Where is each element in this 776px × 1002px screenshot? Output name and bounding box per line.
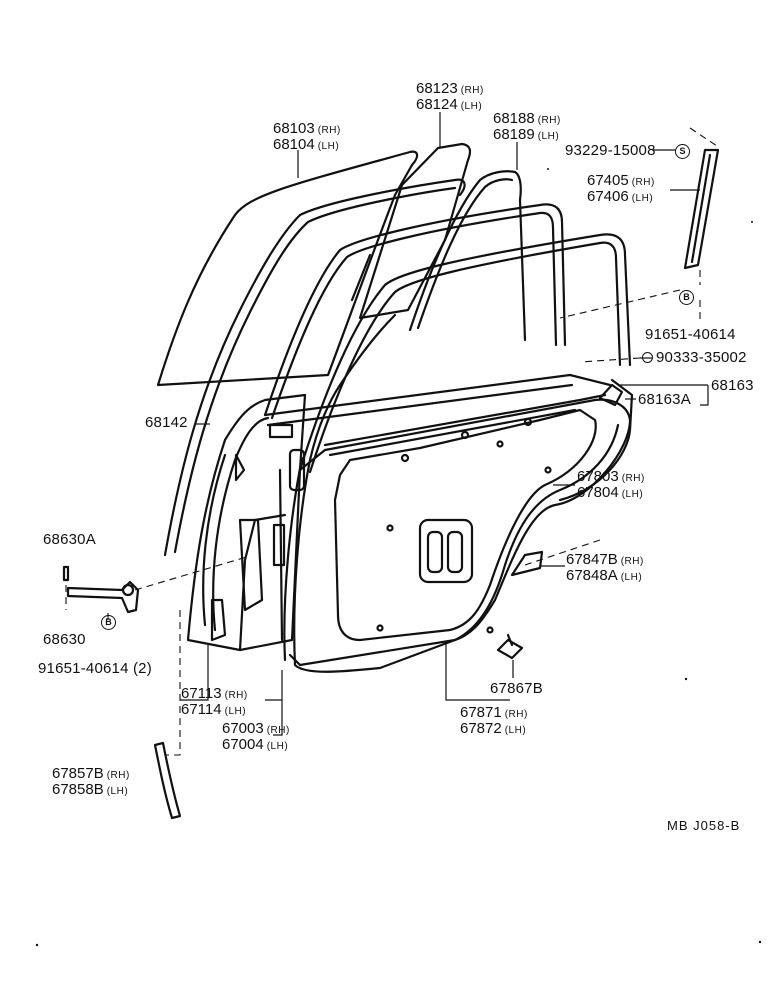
door-panel-outline — [186, 393, 307, 652]
side-lh: (LH) — [504, 725, 527, 736]
label-67857B-67858B: 67857B(RH) 67858B(LH) — [52, 765, 130, 799]
label-68188-68189: 68188(RH) 68189(LH) — [493, 110, 561, 144]
side-rh: (RH) — [504, 709, 528, 720]
clip-symbol-icon: B — [101, 615, 116, 630]
side-rh: (RH) — [631, 177, 655, 188]
part-number: 67804 — [577, 484, 619, 501]
label-67003-67004: 67003(RH) 67004(LH) — [222, 720, 290, 754]
label-67867B: 67867B — [490, 680, 543, 697]
label-67405-67406: 67405(RH) 67406(LH) — [587, 172, 655, 206]
label-67803-67804: 67803(RH) 67804(LH) — [577, 468, 645, 502]
part-number: 67857B — [52, 765, 104, 782]
division-bar — [408, 170, 527, 342]
part-number: 68189 — [493, 126, 535, 143]
screw-symbol-icon: S — [675, 144, 690, 159]
side-rh: (RH) — [621, 473, 645, 484]
label-68142: 68142 — [145, 414, 188, 431]
label-68630: 68630 — [43, 631, 86, 648]
label-68630A: 68630A — [43, 531, 96, 548]
side-rh: (RH) — [460, 85, 484, 96]
bushing-symbol-icon — [642, 352, 653, 363]
label-67847B-67848A: 67847B(RH) 67848A(LH) — [566, 551, 644, 585]
belt-line — [263, 373, 612, 417]
side-rh: (RH) — [537, 115, 561, 126]
weatherstrip-bracket — [598, 383, 624, 407]
part-number: 67405 — [587, 172, 629, 189]
diagram-reference: MB J058-B — [667, 818, 741, 833]
part-number: 68188 — [493, 110, 535, 127]
side-rh: (RH) — [266, 725, 290, 736]
part-number: 67872 — [460, 720, 502, 737]
trim-board — [333, 408, 597, 642]
label-67113-67114: 67113(RH) 67114(LH) — [181, 685, 248, 719]
label-90333-35002: 90333-35002 — [656, 349, 747, 366]
fastener — [496, 638, 524, 660]
side-lh: (LH) — [224, 706, 247, 717]
side-lh: (LH) — [621, 489, 644, 500]
label-68163: 68163 — [711, 377, 754, 394]
part-number: 67803 — [577, 468, 619, 485]
side-lh: (LH) — [460, 101, 483, 112]
clip-symbol-icon: B — [679, 290, 694, 305]
label-67871-67872: 67871(RH) 67872(LH) — [460, 704, 528, 738]
label-91651-40614-qty: 91651-40614 (2) — [38, 660, 152, 677]
side-lh: (LH) — [317, 141, 340, 152]
part-number: 67406 — [587, 188, 629, 205]
part-number: 67847B — [566, 551, 618, 568]
quarter-glass — [358, 142, 472, 320]
label-93229-15008: 93229-15008 — [565, 142, 656, 159]
part-number: 68124 — [416, 96, 458, 113]
side-rh: (RH) — [620, 556, 644, 567]
label-68103-68104: 68103(RH) 68104(LH) — [273, 120, 341, 154]
side-lh: (LH) — [537, 131, 560, 142]
label-68123-68124: 68123(RH) 68124(LH) — [416, 80, 484, 114]
side-rh: (RH) — [106, 770, 130, 781]
part-number: 68104 — [273, 136, 315, 153]
part-number: 67848A — [566, 567, 618, 584]
frame-molding — [683, 148, 720, 270]
door-check — [66, 580, 140, 614]
run-channel — [163, 178, 466, 557]
pad — [510, 550, 544, 577]
part-number: 67004 — [222, 736, 264, 753]
side-lh: (LH) — [631, 193, 654, 204]
part-number: 67003 — [222, 720, 264, 737]
label-68163A: 68163A — [638, 391, 691, 408]
label-91651-40614: 91651-40614 — [645, 326, 736, 343]
cover-strip — [153, 741, 182, 820]
part-number: 68103 — [273, 120, 315, 137]
side-lh: (LH) — [266, 741, 289, 752]
side-lh: (LH) — [106, 786, 129, 797]
door-glass — [156, 150, 419, 387]
weatherstrip-loop — [293, 313, 620, 673]
part-number: 67114 — [181, 701, 222, 718]
side-rh: (RH) — [317, 125, 341, 136]
side-rh: (RH) — [224, 690, 248, 701]
part-number: 67113 — [181, 685, 222, 702]
part-number: 67871 — [460, 704, 502, 721]
outer-frame — [298, 233, 632, 472]
window-frame — [263, 203, 567, 417]
part-number: 67858B — [52, 781, 104, 798]
part-number: 68123 — [416, 80, 458, 97]
side-lh: (LH) — [620, 572, 643, 583]
